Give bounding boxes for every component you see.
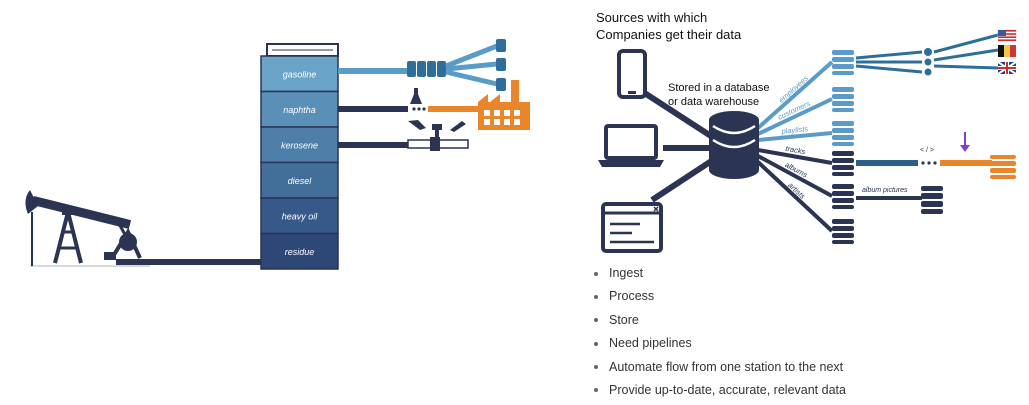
table-connector: [757, 148, 833, 165]
employees-output: [855, 29, 1017, 76]
table-database-icon: [832, 87, 854, 112]
crude-pipe: [116, 259, 264, 265]
album-pictures-database-icon: [921, 186, 943, 214]
sources-title: Sources with which Companies get their d…: [596, 9, 741, 43]
tower-layer: diesel: [260, 161, 339, 199]
sources-title-line2: Companies get their data: [596, 27, 742, 42]
factory-icon: [478, 80, 530, 130]
tower-layer-label: gasoline: [283, 69, 317, 79]
browser-window-icon: [601, 202, 663, 253]
central-database-icon: [709, 111, 759, 179]
albums-output: album pictures: [856, 186, 943, 214]
naphtha-output: [338, 80, 530, 130]
laptop-icon: [598, 124, 664, 167]
table-connector: [756, 60, 834, 130]
bullet-item: Automate flow from one station to the ne…: [592, 356, 846, 379]
us-flag-icon: [997, 29, 1017, 42]
arrow-down-icon: [960, 132, 970, 152]
table-connector: [756, 160, 834, 233]
tower-layer: gasoline: [260, 55, 339, 93]
table-database-icon: [832, 219, 854, 244]
tower-layer-label: diesel: [288, 176, 313, 186]
orange-database-icon: [990, 155, 1016, 179]
gas-pump-icon: [496, 39, 506, 91]
tower-layer-label: kerosene: [281, 140, 318, 150]
distillation-tower: gasoline naphtha kerosene diesel heavy oil re…: [260, 43, 339, 270]
airplane-icon: [408, 120, 466, 132]
gasoline-output: [338, 39, 506, 91]
bullet-item: Need pipelines: [592, 332, 846, 355]
tower-layer: kerosene: [260, 126, 339, 164]
dollar-icon: [924, 48, 932, 76]
bullet-item: Process: [592, 285, 846, 308]
table-label: tracks: [785, 144, 807, 156]
tower-layer-label: naphtha: [283, 105, 316, 115]
tower-layer: heavy oil: [260, 197, 339, 235]
table-connector: [757, 97, 833, 136]
table-database-icon: [832, 184, 854, 209]
tower-layer-label: residue: [285, 247, 315, 257]
table-database-icon: [832, 151, 854, 176]
table-connector: [757, 154, 833, 198]
tower-layer-label: heavy oil: [282, 211, 319, 221]
belgium-flag-icon: [998, 45, 1016, 57]
album-pictures-label: album pictures: [862, 187, 908, 194]
sources-title-line1: Sources with which: [596, 10, 708, 25]
code-glyph: < / >: [920, 147, 934, 154]
table-database-icon: [832, 50, 854, 75]
table-database-icon: [832, 121, 854, 146]
bullet-item: Ingest: [592, 262, 846, 285]
database-caption-line1: Stored in a database: [668, 82, 770, 94]
table-connector: [757, 131, 833, 142]
kerosene-output: [338, 120, 469, 151]
database-caption: Stored in a database or data warehouse: [668, 81, 770, 109]
bullet-list: Ingest Process Store Need pipelines Auto…: [592, 262, 846, 402]
phone-icon: [617, 49, 647, 99]
tracks-output: < / >: [856, 132, 1016, 179]
uk-flag-icon: [997, 61, 1017, 75]
database-caption-line2: or data warehouse: [668, 96, 760, 108]
refinery-diagram: gasoline naphtha kerosene diesel heavy oil re…: [25, 39, 530, 270]
bullet-item: Provide up-to-date, accurate, relevant d…: [592, 379, 846, 402]
tower-layer: residue: [260, 232, 339, 270]
pump-jack-icon: [25, 190, 142, 266]
flask-icon: [410, 88, 422, 104]
tower-layer: naphtha: [260, 90, 339, 128]
data-pipeline-diagram: employeescustomersplayliststracksalbumsa…: [598, 29, 1017, 253]
bullet-item: Store: [592, 309, 846, 332]
table-label: playlists: [780, 124, 809, 136]
